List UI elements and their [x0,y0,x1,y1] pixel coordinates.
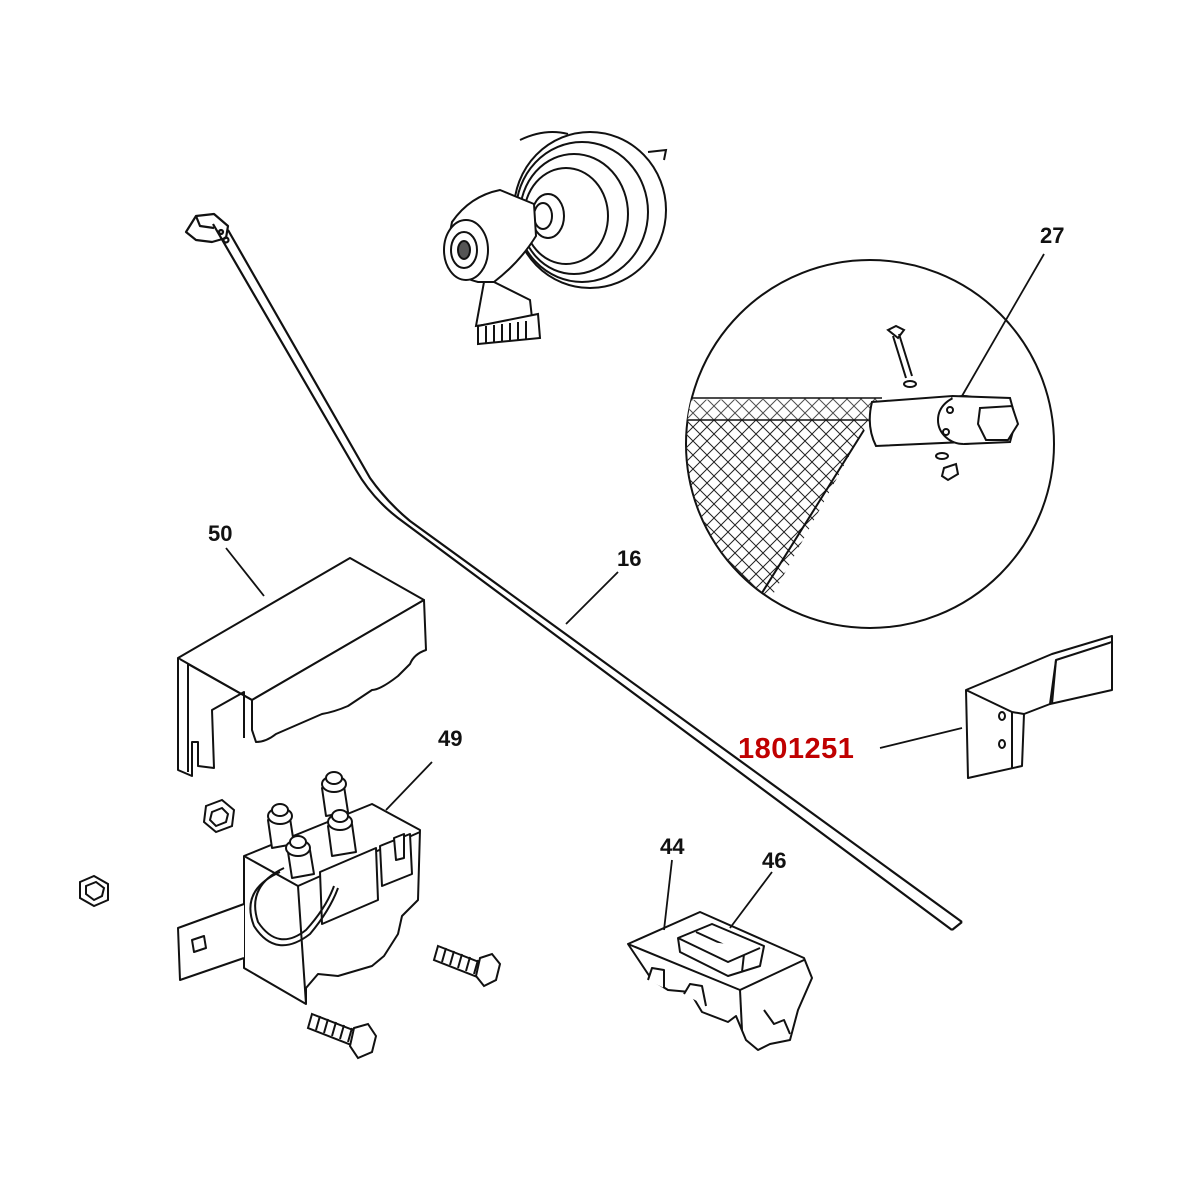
bolt-bottom [306,1012,378,1060]
solenoid-terminals [267,771,357,879]
horn-assembly [443,131,668,346]
label-part-49: 49 [438,726,463,751]
net-detail-view [685,259,1055,629]
leader-16 [565,571,619,625]
label-part-16: 16 [617,546,642,571]
label-part-1801251-highlighted[interactable]: 1801251 [738,733,855,765]
bracket-1801251 [965,635,1113,779]
bolt-right [432,944,502,988]
leader-50 [225,547,265,597]
rocker-switch-part-46 [677,923,765,977]
nut-lower [79,874,109,908]
label-part-46: 46 [762,848,787,873]
leader-49 [385,761,433,811]
leader-46 [729,871,773,929]
cover-part-50 [177,557,427,777]
bar-part-16 [184,212,963,931]
label-part-27: 27 [1040,223,1065,248]
label-part-44: 44 [660,834,685,859]
label-part-50: 50 [208,521,233,546]
solenoid-part-49 [177,771,421,1005]
leader-44 [663,859,673,931]
leader-1801251 [879,727,963,749]
leader-27 [961,253,1045,397]
leader-lines [225,253,1045,931]
nut-upper [202,798,236,834]
